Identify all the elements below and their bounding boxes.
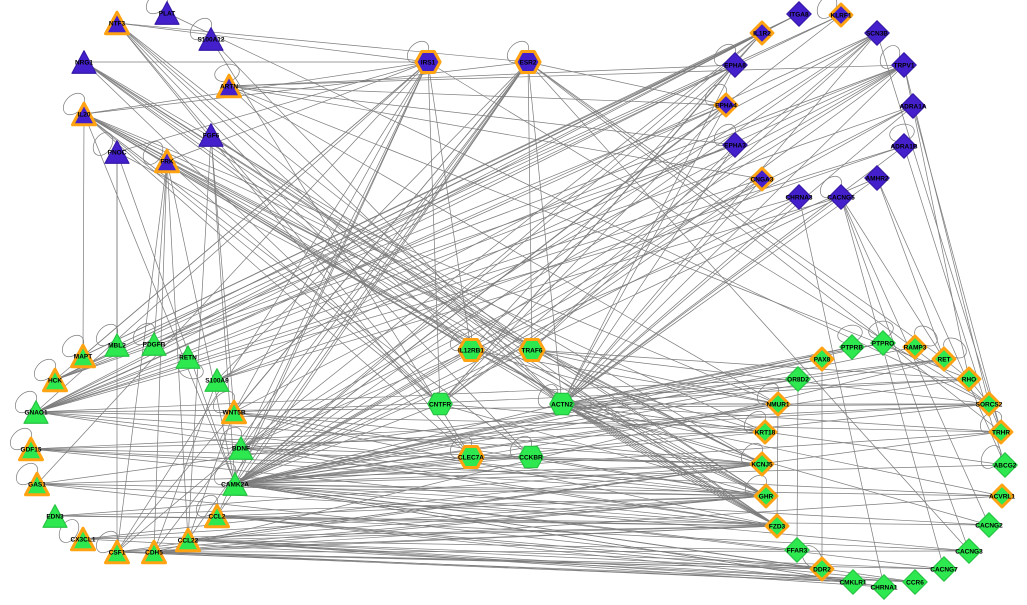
svg-text:CCL2: CCL2 [209,514,226,521]
svg-text:IL12RB1: IL12RB1 [458,348,484,355]
svg-text:ARTN: ARTN [220,84,238,91]
svg-text:CACNG2: CACNG2 [975,523,1003,530]
svg-text:GAS1: GAS1 [28,482,46,489]
svg-text:RHO: RHO [962,377,976,384]
svg-text:HCK: HCK [48,378,62,385]
svg-text:DDR2: DDR2 [813,567,831,574]
svg-text:ITGA8: ITGA8 [789,12,809,19]
svg-text:GHR: GHR [759,494,774,501]
svg-text:S100A12: S100A12 [197,37,224,44]
svg-text:MBL2: MBL2 [108,343,126,350]
svg-text:NRG1: NRG1 [75,60,93,67]
svg-text:ESR2: ESR2 [520,60,537,67]
svg-text:PAX8: PAX8 [814,357,831,364]
svg-text:NMUR1: NMUR1 [766,402,789,409]
svg-text:PLAT: PLAT [159,11,176,18]
svg-text:IRS1: IRS1 [421,60,436,67]
svg-text:EPHA4: EPHA4 [715,103,737,110]
svg-text:ACVRL1: ACVRL1 [989,494,1015,501]
svg-text:AMHR2: AMHR2 [865,176,888,183]
svg-text:SORCS2: SORCS2 [976,402,1003,409]
svg-text:EDN3: EDN3 [46,514,64,521]
svg-text:GDF15: GDF15 [21,447,42,454]
svg-text:FFAR3: FFAR3 [787,548,808,555]
svg-text:CSF1: CSF1 [109,550,126,557]
svg-text:ACTN2: ACTN2 [551,402,573,409]
svg-text:CAMK2A: CAMK2A [221,482,249,489]
svg-text:IL1R2: IL1R2 [753,31,771,38]
svg-text:CNTFR: CNTFR [429,402,451,409]
svg-text:CNGA3: CNGA3 [751,177,774,184]
svg-text:S100A9: S100A9 [205,378,229,385]
svg-text:CCR6: CCR6 [906,580,924,587]
svg-text:EPHA3: EPHA3 [724,143,746,150]
svg-text:SCN3B: SCN3B [866,31,888,38]
svg-text:CDH5: CDH5 [145,550,163,557]
svg-text:PTPRO: PTPRO [872,341,894,348]
svg-text:RETN: RETN [179,355,197,362]
svg-text:FZD3: FZD3 [769,524,786,531]
svg-text:GNAO1: GNAO1 [24,410,48,417]
svg-text:OR8D2: OR8D2 [787,377,809,384]
svg-text:KCNJ5: KCNJ5 [751,462,773,469]
svg-text:BDNF: BDNF [232,446,250,453]
svg-text:CACNG3: CACNG3 [955,549,983,556]
svg-text:KRT18: KRT18 [755,430,776,437]
svg-text:CCL22: CCL22 [178,538,199,545]
svg-text:CHRNA3: CHRNA3 [785,195,812,202]
svg-text:TRHR: TRHR [992,430,1010,437]
svg-text:EPHA8: EPHA8 [724,63,746,70]
svg-text:CHRNA1: CHRNA1 [870,585,897,592]
svg-text:ADRA1B: ADRA1B [890,144,917,151]
svg-text:PTPRB: PTPRB [841,345,863,352]
svg-text:RAMP3: RAMP3 [904,345,927,352]
svg-text:FGF6: FGF6 [203,133,220,140]
svg-text:CLEC7A: CLEC7A [458,455,484,462]
svg-text:PNOC: PNOC [108,150,127,157]
svg-text:CACNG7: CACNG7 [930,567,958,574]
svg-text:TRAF6: TRAF6 [522,348,543,355]
svg-text:ABCG2: ABCG2 [994,463,1017,470]
svg-text:CACNG5: CACNG5 [827,195,855,202]
svg-text:WNT5B: WNT5B [222,410,245,417]
svg-text:KLRF1: KLRF1 [831,13,852,20]
svg-text:CCKBR: CCKBR [519,455,543,462]
svg-text:IL20: IL20 [77,112,90,119]
svg-text:ADRA1A: ADRA1A [899,104,926,111]
svg-text:FRK: FRK [160,159,174,166]
svg-text:RET: RET [938,357,951,364]
svg-text:CX3CL1: CX3CL1 [71,537,96,544]
svg-text:NTF3: NTF3 [109,21,126,28]
svg-text:CMKLR1: CMKLR1 [839,580,866,587]
svg-text:PDGFB: PDGFB [143,342,166,349]
svg-text:MAPT: MAPT [74,354,92,361]
svg-text:TRPV1: TRPV1 [894,63,915,70]
